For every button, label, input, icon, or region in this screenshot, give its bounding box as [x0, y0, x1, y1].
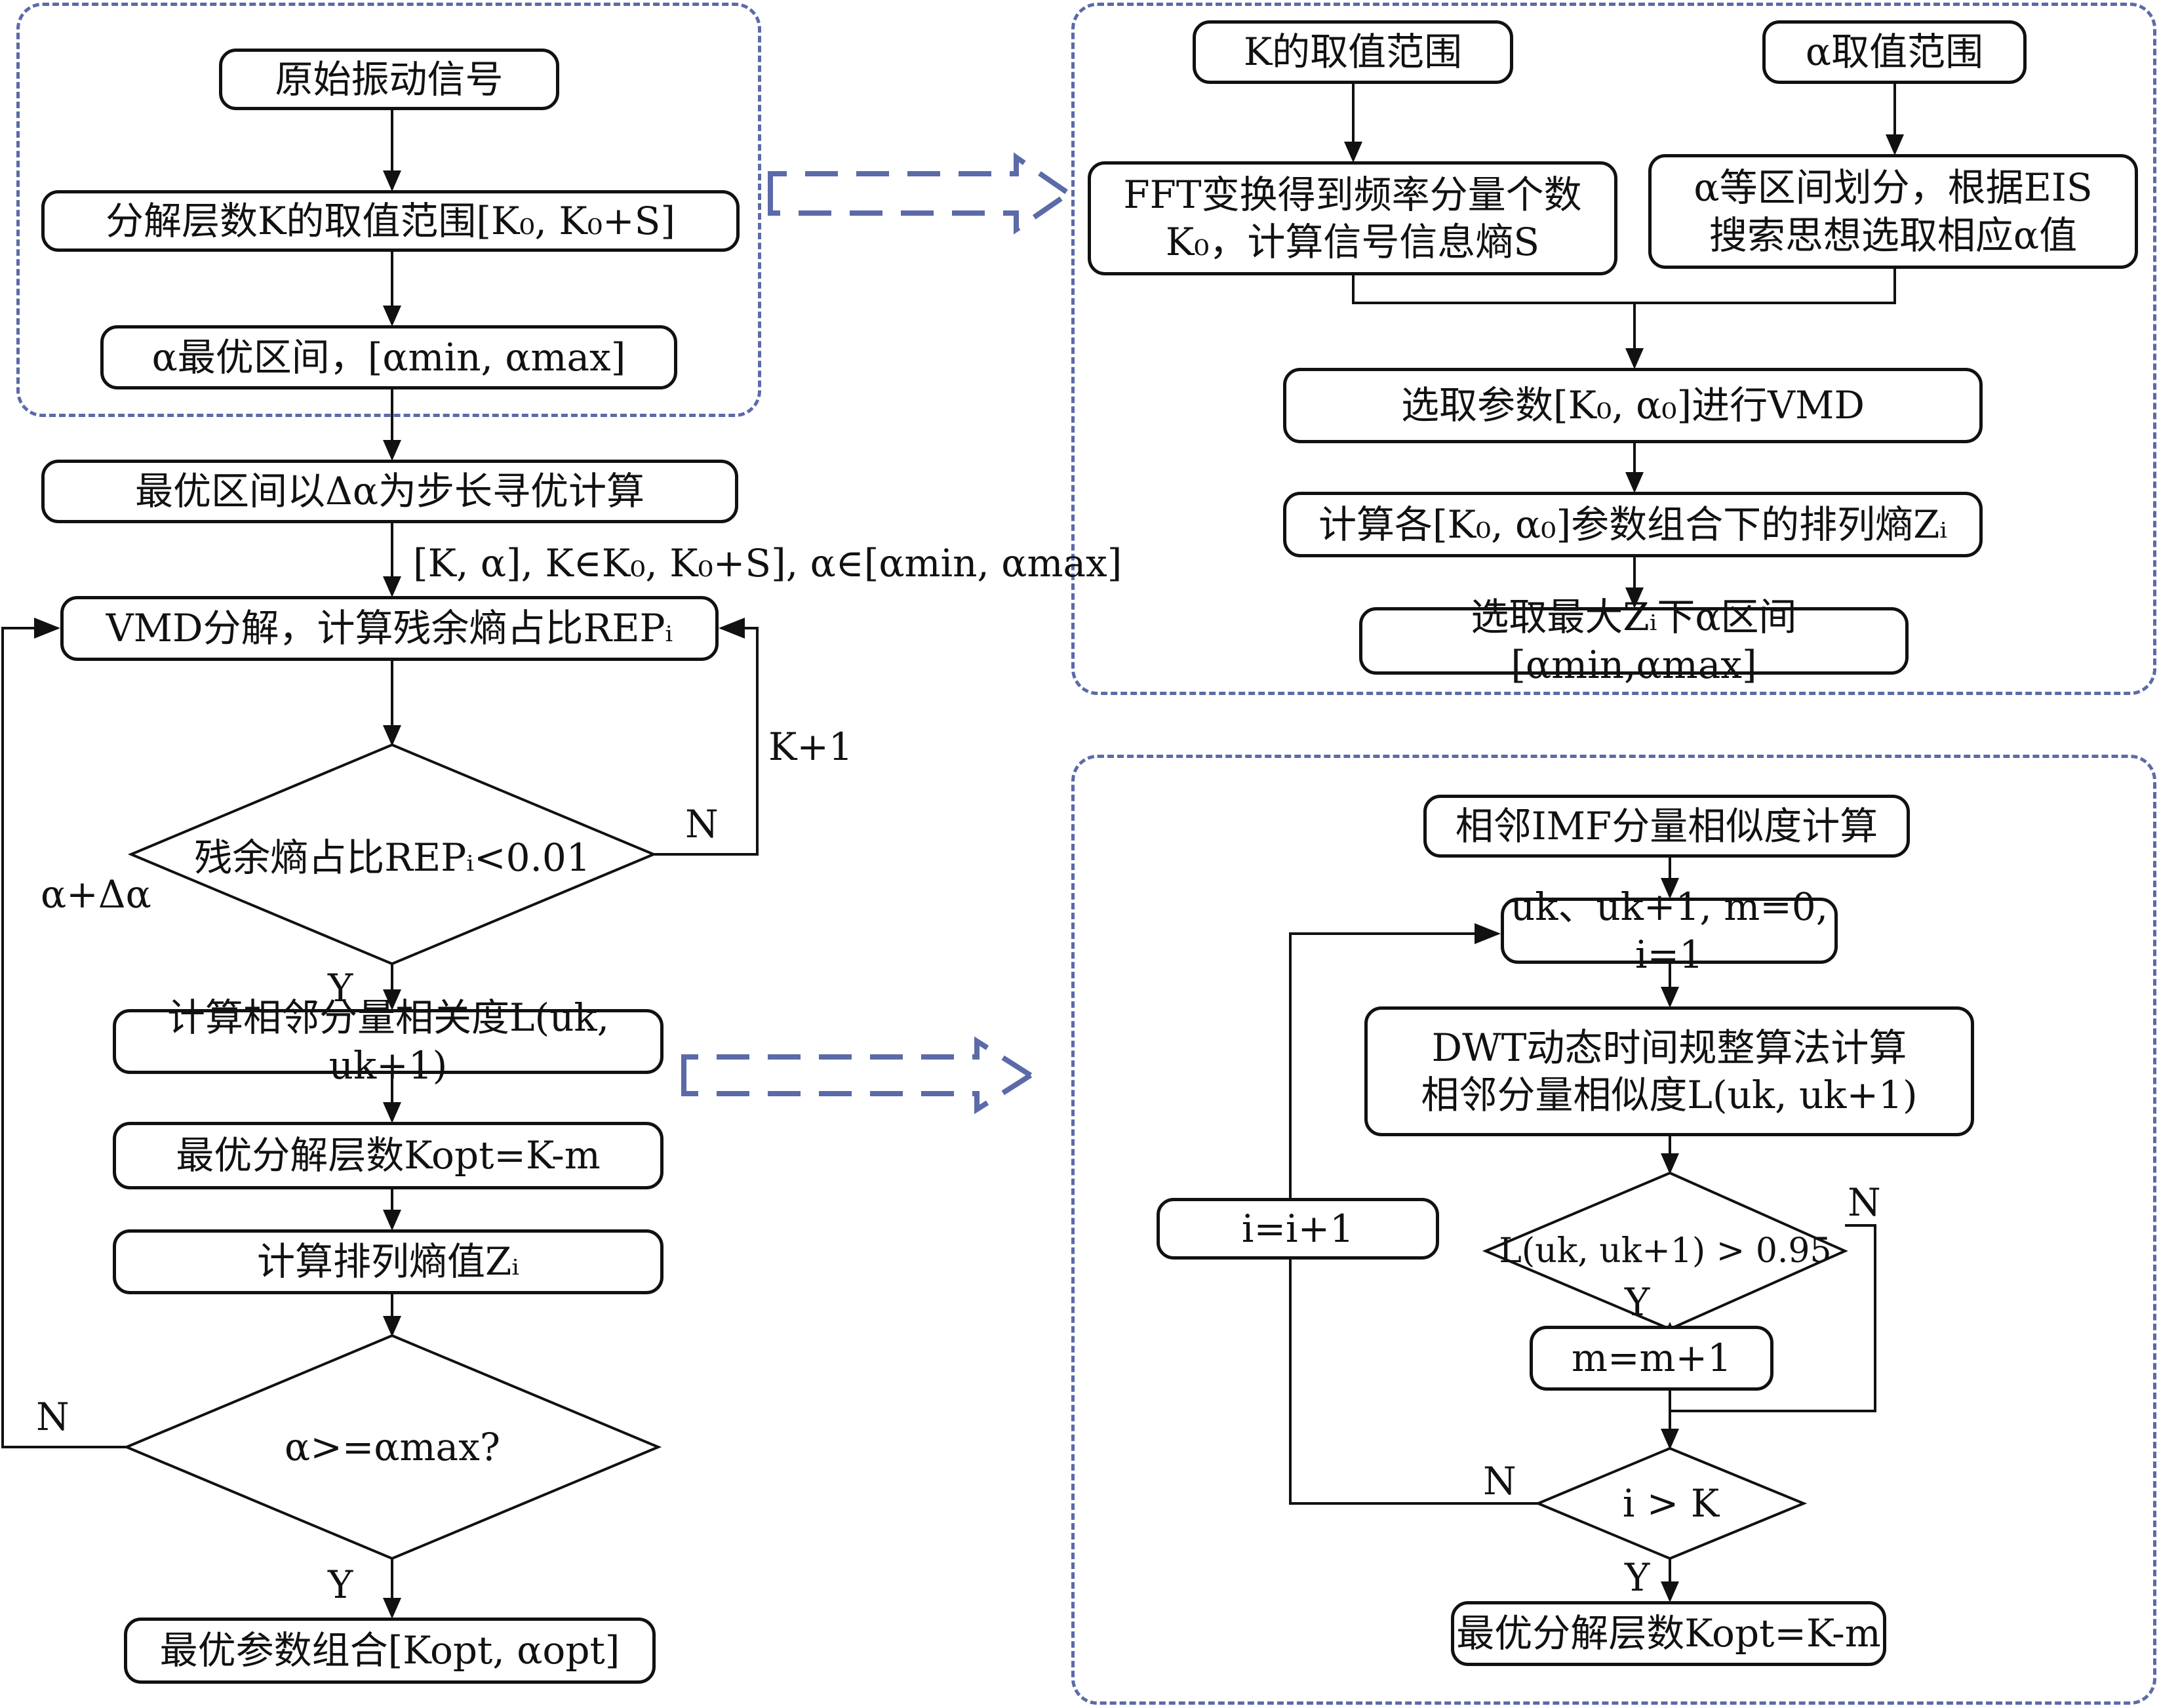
rb-similarity-box: 相邻IMF分量相似度计算	[1423, 795, 1910, 858]
y-label-rep: Y	[328, 966, 353, 1010]
rt-alpha-split-box: α等区间划分，根据EIS 搜索思想选取相应α值	[1648, 154, 2138, 269]
dashed-arrow-top	[768, 152, 1071, 235]
region-parameter-range-detail	[1071, 3, 2156, 695]
alpha-interval-box: α最优区间，[αmin, αmax]	[100, 325, 677, 389]
rb-i-inc-box: i=i+1	[1157, 1198, 1439, 1260]
correlation-text: 计算相邻分量相关度L(uk, uk+1)	[167, 995, 610, 1088]
rb-similarity-text: 相邻IMF分量相似度计算	[1455, 803, 1878, 848]
dashed-arrow-bottom	[681, 1036, 1033, 1115]
k-range-box: 分解层数K的取值范围[K₀, K₀+S]	[41, 190, 740, 252]
rb-m-inc-text: m=m+1	[1571, 1336, 1732, 1381]
rb-dwt-text: DWT动态时间规整算法计算 相邻分量相似度L(uk, uk+1)	[1421, 1025, 1918, 1118]
rb-y-label-sim: Y	[1625, 1280, 1650, 1324]
alpha-step-label: α+Δα	[41, 872, 151, 917]
perm-entropy-text: 计算排列熵值Zᵢ	[257, 1239, 519, 1284]
rb-result-text: 最优分解层数Kopt=K-m	[1456, 1611, 1881, 1656]
rt-fft-box: FFT变换得到频率分量个数 K₀，计算信号信息熵S	[1088, 161, 1617, 275]
result-box: 最优参数组合[Kopt, αopt]	[124, 1618, 656, 1684]
rb-n-label-i: N	[1483, 1459, 1516, 1503]
loop-i-to-init	[1289, 923, 1501, 1198]
rb-result-box: 最优分解层数Kopt=K-m	[1451, 1601, 1886, 1666]
region-similarity-detail	[1071, 755, 2156, 1705]
region-initial-params	[16, 3, 761, 417]
rt-k-range-box: K的取值范围	[1193, 20, 1513, 84]
rb-i-inc-text: i=i+1	[1241, 1206, 1355, 1251]
alpha-interval-text: α最优区间，[αmin, αmax]	[151, 334, 626, 380]
rt-alpha-range-text: α取值范围	[1805, 30, 1984, 75]
bypass-no	[1670, 1224, 1876, 1412]
start-text: 原始振动信号	[275, 56, 504, 102]
rb-decision-sim-text: L(uk, uk+1) > 0.95	[1499, 1231, 1832, 1271]
rb-init-text: uk、uk+1, m=0, i=1	[1510, 884, 1829, 977]
rb-y-label-i: Y	[1625, 1555, 1650, 1600]
param-range-label: [K, α], K∈K₀, K₀+S], α∈[αmin, αmax]	[413, 541, 1122, 586]
rb-m-inc-box: m=m+1	[1530, 1326, 1773, 1391]
rt-calc-entropy-box: 计算各[K₀, α₀]参数组合下的排列熵Zᵢ	[1283, 492, 1983, 557]
rt-alpha-range-box: α取值范围	[1762, 20, 2027, 84]
decision-alpha-text: α>=αmax?	[285, 1425, 500, 1469]
correlation-box: 计算相邻分量相关度L(uk, uk+1)	[113, 995, 664, 1088]
rb-dwt-box: DWT动态时间规整算法计算 相邻分量相似度L(uk, uk+1)	[1364, 1006, 1974, 1136]
loop-alpha-step	[1, 618, 127, 1448]
start-box: 原始振动信号	[219, 49, 559, 110]
search-box: 最优区间以Δα为步长寻优计算	[41, 460, 738, 523]
k-opt-text: 最优分解层数Kopt=K-m	[176, 1133, 601, 1178]
decision-rep-text: 残余熵占比REPᵢ<0.01	[194, 835, 591, 880]
loop-k-plus-1	[654, 618, 759, 856]
rb-n-label-sim: N	[1848, 1180, 1881, 1225]
merge-line	[1352, 269, 1896, 304]
rt-fft-text: FFT变换得到频率分量个数 K₀，计算信号信息熵S	[1123, 172, 1582, 265]
rt-select-params-text: 选取参数[K₀, α₀]进行VMD	[1401, 383, 1865, 428]
k-opt-box: 最优分解层数Kopt=K-m	[113, 1122, 664, 1189]
rt-alpha-split-text: α等区间划分，根据EIS 搜索思想选取相应α值	[1694, 165, 2093, 258]
rb-decision-i-text: i > K	[1622, 1481, 1720, 1526]
rt-select-max-text: 选取最大Zᵢ下α区间[αmin,αmax]	[1471, 595, 1797, 687]
rt-select-params-box: 选取参数[K₀, α₀]进行VMD	[1283, 368, 1983, 443]
search-text: 最优区间以Δα为步长寻优计算	[134, 469, 645, 514]
n-label-alpha: N	[36, 1395, 69, 1439]
rt-select-max-box: 选取最大Zᵢ下α区间[αmin,αmax]	[1359, 595, 1909, 687]
y-label-alpha: Y	[328, 1562, 353, 1607]
vmd-text: VMD分解，计算残余熵占比REPᵢ	[106, 606, 673, 651]
k-plus-1-label: K+1	[768, 725, 853, 769]
k-range-text: 分解层数K的取值范围[K₀, K₀+S]	[106, 198, 675, 243]
loop-i-inc	[1289, 1260, 1538, 1505]
vmd-box: VMD分解，计算残余熵占比REPᵢ	[60, 596, 719, 661]
perm-entropy-box: 计算排列熵值Zᵢ	[113, 1229, 664, 1294]
result-text: 最优参数组合[Kopt, αopt]	[159, 1628, 620, 1673]
n-label-rep: N	[685, 802, 719, 846]
rb-init-box: uk、uk+1, m=0, i=1	[1501, 884, 1838, 977]
rt-calc-entropy-text: 计算各[K₀, α₀]参数组合下的排列熵Zᵢ	[1318, 502, 1948, 547]
rt-k-range-text: K的取值范围	[1243, 30, 1463, 75]
